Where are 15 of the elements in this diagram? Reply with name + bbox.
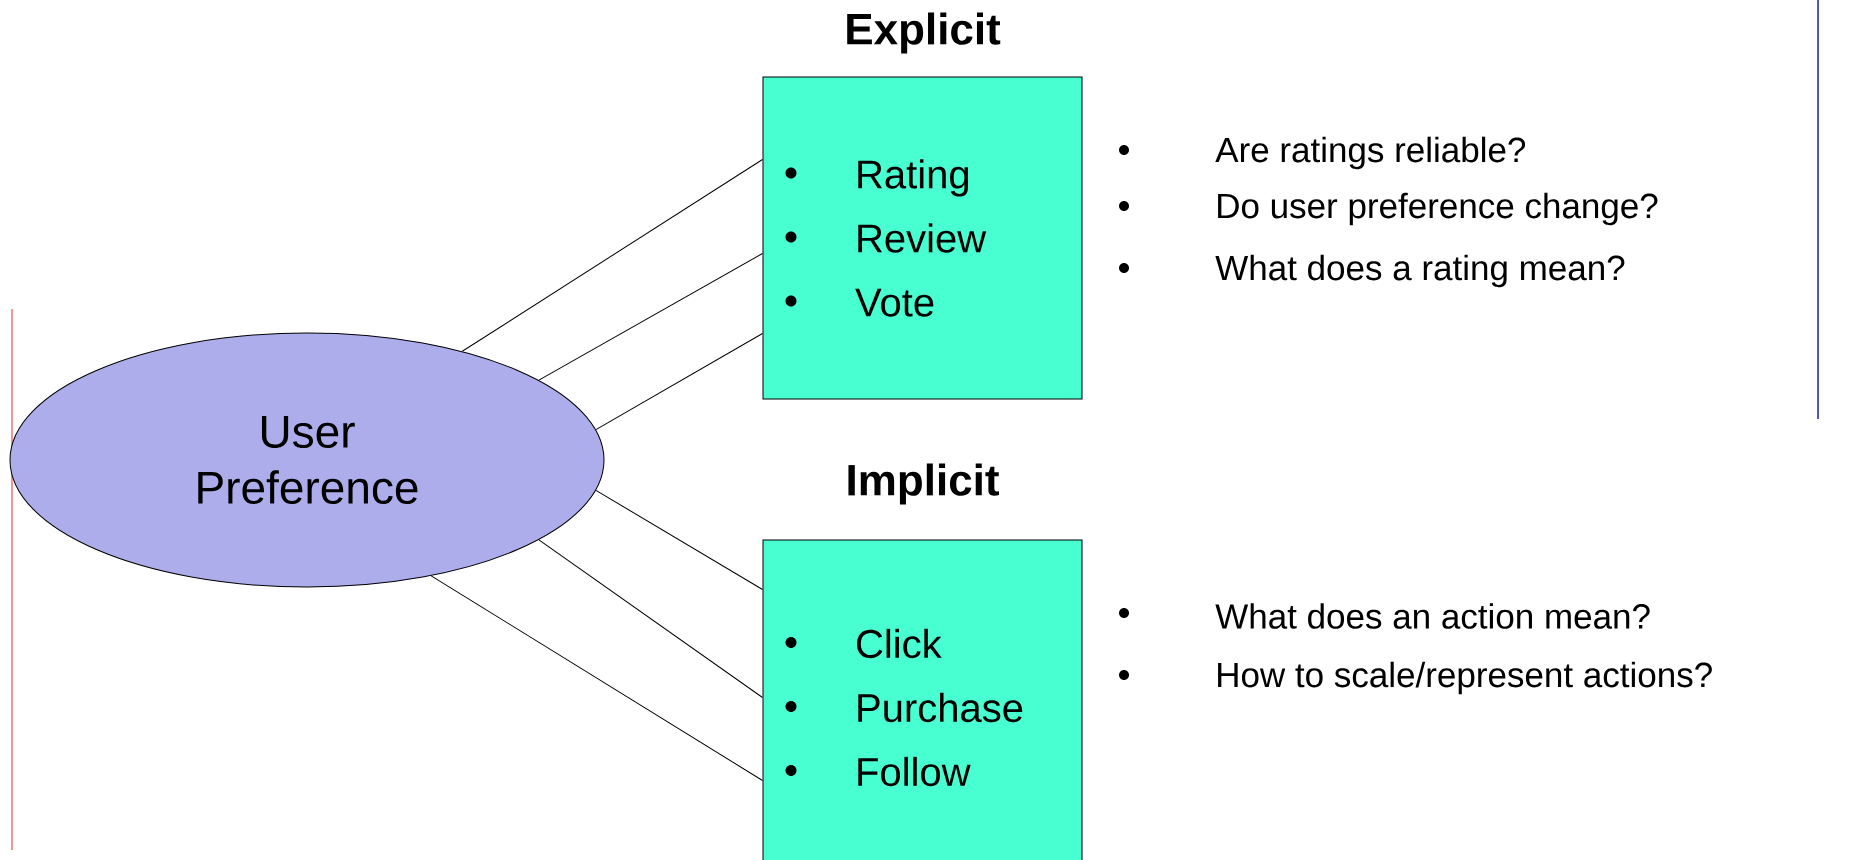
connector-line: [595, 333, 763, 431]
list-box: Click Purchase Follow: [762, 539, 1083, 860]
connector-line: [430, 575, 763, 781]
question-text: How to scale/represent actions?: [1119, 661, 1712, 695]
connector-line: [595, 489, 763, 590]
question-text: What does an action mean?: [1119, 603, 1650, 629]
question-text: What does a rating mean?: [1119, 254, 1625, 288]
connector-line: [538, 539, 763, 698]
question-text: Are ratings reliable?: [1119, 136, 1526, 170]
connector-line: [461, 159, 763, 352]
connector-line: [538, 253, 763, 381]
list-box: Rating Review Vote: [762, 76, 1083, 400]
question-text: Do user preference change?: [1119, 192, 1658, 226]
section-title: Explicit: [847, 12, 1001, 54]
section-title: Implicit: [848, 463, 999, 505]
